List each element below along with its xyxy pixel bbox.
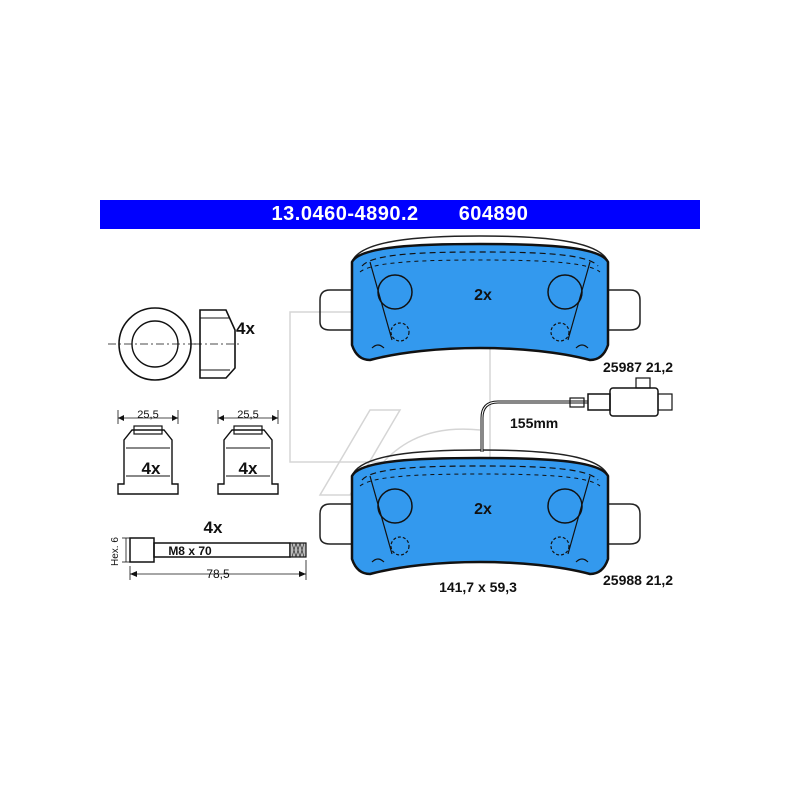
sensor-length: 155mm — [510, 415, 558, 431]
clip-right-quantity: 4x — [239, 459, 258, 478]
part-number: 13.0460-4890.2 — [271, 203, 419, 225]
bolt-hex-label: Hex. 6 — [110, 537, 121, 566]
top-pad-id: 25987 21,2 — [603, 359, 673, 375]
product-code: 604890 — [458, 203, 529, 225]
bolt-quantity: 4x — [204, 518, 223, 537]
bolt-drawing — [122, 537, 307, 580]
bolt-thread: M8 x 70 — [168, 544, 212, 558]
pad-dimensions: 141,7 x 59,3 — [439, 579, 517, 595]
clip-right-drawing — [217, 410, 279, 495]
bushing-drawing — [108, 307, 242, 381]
bottom-pad-quantity: 2x — [474, 501, 492, 518]
header-banner: 13.0460-4890.2 604890 — [100, 200, 700, 229]
bolt-length: 78,5 — [206, 567, 230, 581]
bushing-quantity: 4x — [236, 319, 255, 338]
clip-left-drawing — [117, 410, 179, 495]
top-pad-quantity: 2x — [474, 287, 492, 304]
clip-left-width: 25,5 — [137, 409, 158, 421]
clip-right-width: 25,5 — [237, 409, 258, 421]
clip-left-quantity: 4x — [142, 459, 161, 478]
bottom-pad-id: 25988 21,2 — [603, 572, 673, 588]
wear-sensor — [480, 377, 673, 452]
